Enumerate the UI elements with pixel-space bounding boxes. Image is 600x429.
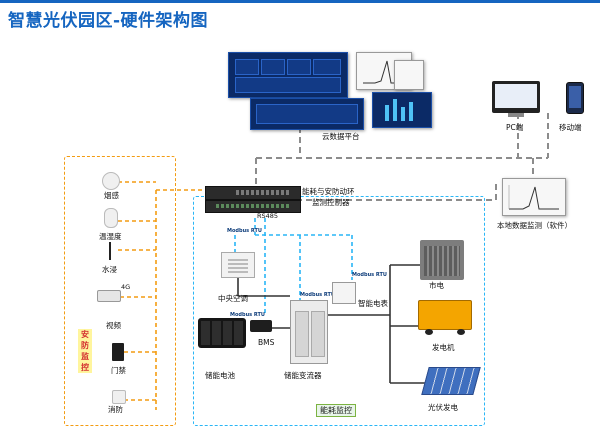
smart-meter-label: 智能电表 <box>358 299 388 308</box>
cloud-dashboard-screen-top <box>228 52 348 98</box>
cloud-dashboard-screen-bottom <box>250 98 364 130</box>
pv-solar-panel <box>421 367 481 395</box>
water-leak-sensor-icon <box>109 242 111 260</box>
pc-monitor <box>492 81 540 113</box>
smoke-detector-label: 烟感 <box>104 191 119 200</box>
pv-label: 光伏发电 <box>428 403 458 412</box>
cloud-bar-chart-screen <box>372 92 432 128</box>
access-control-label: 门禁 <box>111 366 126 375</box>
cloud-side-screen <box>394 60 424 90</box>
smart-meter-unit <box>332 282 356 304</box>
monitoring-controller-unit-2 <box>205 200 301 213</box>
storage-battery-label: 储能电池 <box>205 371 235 380</box>
bms-unit <box>250 320 272 332</box>
fire-alarm-icon <box>112 390 126 404</box>
controller-label-line2: 监测控制器 <box>312 198 350 207</box>
pcs-converter-cabinet <box>290 300 328 364</box>
grid-power-label: 市电 <box>429 281 444 290</box>
camera-icon <box>97 290 121 302</box>
central-ac-unit <box>221 252 255 278</box>
pc-stand <box>508 113 524 117</box>
modbus-tag-bms: Modbus RTU <box>230 312 265 318</box>
rs485-port-label: RS485 <box>257 212 279 220</box>
modbus-tag-meter: Modbus RTU <box>352 272 387 278</box>
water-leak-label: 水浸 <box>102 265 117 274</box>
local-monitoring-label: 本地数据监测（软件） <box>497 221 572 230</box>
grid-transformer <box>420 240 464 280</box>
central-ac-label: 中央空调 <box>218 294 248 303</box>
video-label: 视频 <box>106 321 121 330</box>
smoke-detector-icon <box>102 172 120 190</box>
energy-monitoring-label: 能耗监控 <box>316 404 356 417</box>
4g-badge: 4G <box>121 283 131 291</box>
pcs-label: 储能变流器 <box>284 371 322 380</box>
top-accent-bar <box>0 0 600 3</box>
access-control-icon <box>112 343 124 361</box>
bms-label: BMS <box>258 338 275 347</box>
modbus-tag-pcs: Modbus RTU <box>300 292 335 298</box>
energy-monitoring-group <box>193 196 485 426</box>
fire-protection-label: 消防 <box>108 405 123 414</box>
security-vertical-label: 安 防 监 控 <box>78 329 92 373</box>
local-monitor-screen <box>502 178 566 216</box>
temp-humidity-label: 温湿度 <box>99 232 122 241</box>
mobile-label: 移动端 <box>559 123 582 132</box>
modbus-tag-ac: Modbus RTU <box>227 228 262 234</box>
temp-humidity-sensor-icon <box>104 208 118 228</box>
security-monitoring-group <box>64 156 176 426</box>
generator-label: 发电机 <box>432 343 455 352</box>
controller-label-line1: 能耗与安防动环 <box>302 187 355 196</box>
page-title: 智慧光伏园区-硬件架构图 <box>8 11 209 31</box>
storage-battery-pack <box>198 318 246 348</box>
generator-unit <box>418 300 472 335</box>
pc-label: PC端 <box>506 123 524 132</box>
cloud-platform-label: 云数据平台 <box>322 132 360 141</box>
mobile-phone <box>566 82 584 114</box>
monitoring-controller-unit-1 <box>205 186 301 200</box>
